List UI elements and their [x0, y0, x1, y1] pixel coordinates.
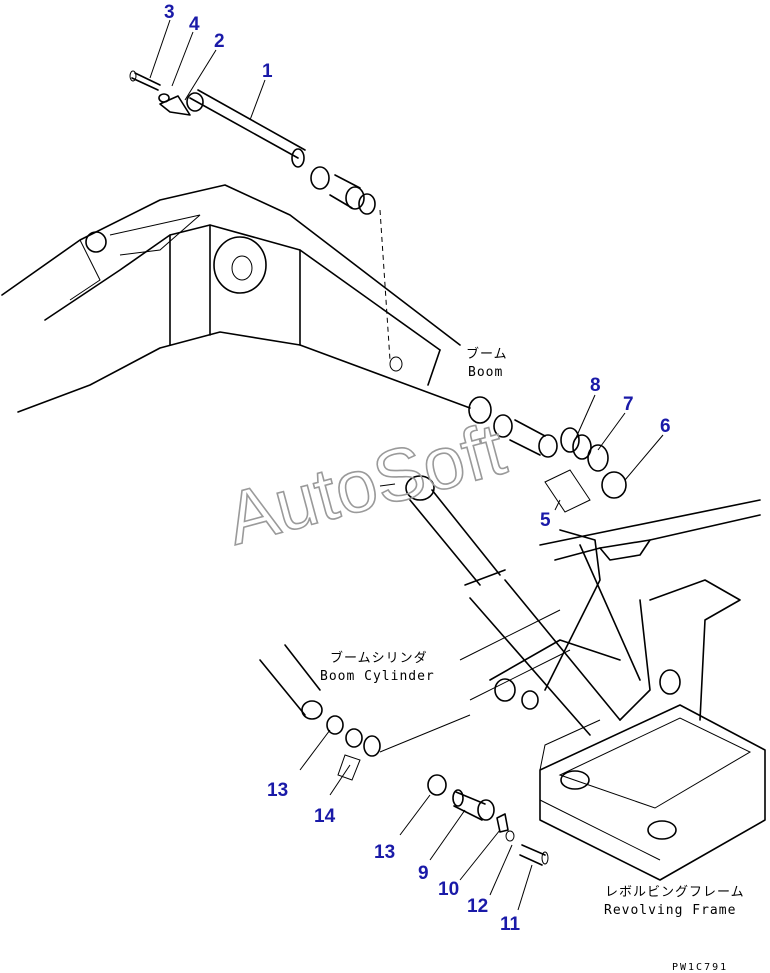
drawing-code: PW1C791: [672, 962, 728, 973]
boom-cylinder-left: [259, 644, 471, 781]
callout-8: 8: [590, 375, 601, 396]
callout-3: 3: [164, 2, 175, 23]
boom-cylinder-rod: [379, 475, 621, 736]
callout-11: 11: [500, 914, 521, 935]
callout-9: 9: [418, 863, 429, 884]
leader-lines: [149, 19, 664, 911]
callout-6: 6: [660, 416, 671, 437]
bushing-set-lower: [468, 396, 627, 513]
callout-12: 12: [467, 896, 488, 917]
callout-14: 14: [314, 806, 336, 827]
revolving-frame-caption-jp: レボルビングフレーム: [605, 885, 745, 900]
cylinder-foot-pin: [427, 774, 549, 866]
bushing-set-upper: [310, 166, 403, 372]
callout-4: 4: [189, 14, 200, 35]
callout-2: 2: [214, 31, 225, 52]
boom-cylinder-caption-en: Boom Cylinder: [320, 669, 435, 684]
boom-outline: [1, 184, 471, 413]
callout-1: 1: [262, 61, 273, 82]
callout-5: 5: [540, 510, 551, 531]
callout-13-left: 13: [267, 780, 288, 801]
callout-10: 10: [438, 879, 459, 900]
boom-foot-pin: [129, 70, 306, 168]
boom-cylinder-caption-jp: ブームシリンダ: [330, 650, 428, 666]
boom-caption-en: Boom: [468, 365, 503, 380]
revolving-frame-caption-en: Revolving Frame: [604, 903, 736, 918]
callout-7: 7: [623, 394, 634, 415]
callout-13-right: 13: [374, 842, 395, 863]
revolving-frame: [459, 499, 766, 881]
boom-caption-jp: ブーム: [466, 346, 508, 362]
